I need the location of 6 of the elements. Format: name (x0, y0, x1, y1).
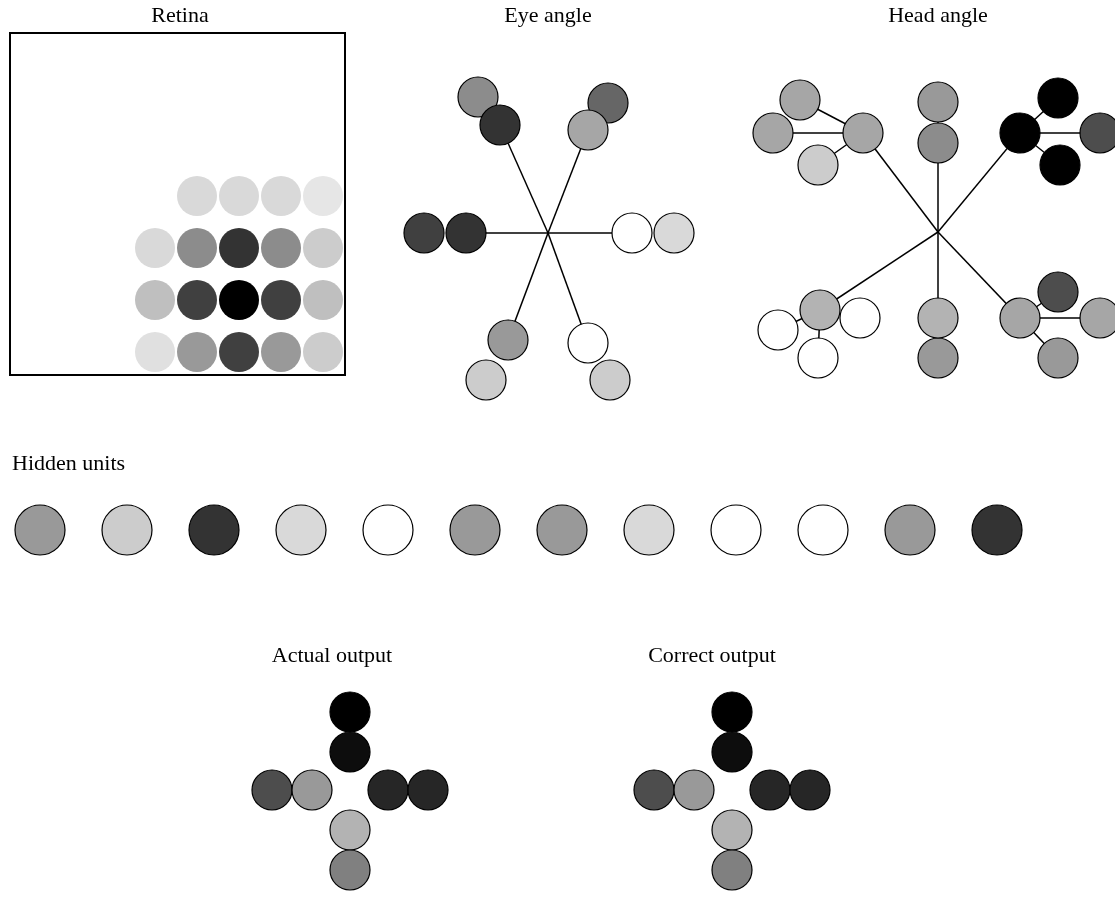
panel-title: Hidden units (12, 450, 126, 476)
panel-title: Eye angle (504, 2, 592, 28)
panel-title: Retina (151, 2, 209, 28)
panel-title: Head angle (888, 2, 988, 28)
panel-title: Correct output (648, 642, 776, 668)
panel-title: Actual output (271, 642, 393, 668)
